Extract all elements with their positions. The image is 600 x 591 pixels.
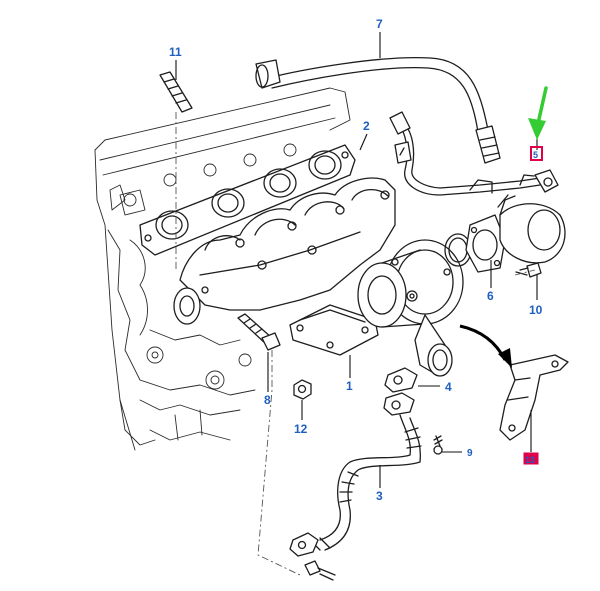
green-arrow-icon	[528, 86, 548, 140]
callout-3[interactable]: 3	[376, 489, 383, 503]
callout-5[interactable]: 5	[533, 150, 538, 160]
oil-return-pipe	[289, 367, 443, 581]
highlight-box-5	[530, 146, 543, 161]
callout-9[interactable]: 9	[467, 448, 473, 459]
callout-2[interactable]: 2	[363, 119, 370, 133]
callout-13[interactable]: 13	[525, 455, 535, 465]
leader-lines	[175, 32, 538, 488]
callout-10[interactable]: 10	[529, 303, 543, 317]
callout-11[interactable]: 11	[169, 45, 182, 59]
outlet-gasket-and-elbow	[444, 194, 566, 273]
engine-block	[94, 87, 351, 451]
highlight-box-13	[523, 452, 539, 465]
callout-12[interactable]: 12	[294, 422, 308, 436]
callout-4[interactable]: 4	[445, 380, 452, 394]
bracket	[499, 354, 569, 441]
assembly-direction-arrow	[459, 324, 512, 368]
callouts: 1 2 3 4 5 6 7 8 9 10 11 12 13	[169, 17, 543, 503]
callout-8[interactable]: 8	[264, 393, 271, 407]
nut-12	[293, 379, 312, 400]
manifold-gasket	[139, 144, 356, 256]
bolt-10	[515, 262, 542, 278]
callout-1[interactable]: 1	[346, 379, 353, 393]
bolt-8	[237, 313, 281, 351]
stud-11	[159, 71, 193, 113]
exhaust-manifold	[173, 177, 396, 356]
turbocharger	[357, 239, 464, 377]
oil-feed-pipe	[255, 56, 501, 164]
sensor-pipe	[389, 111, 559, 196]
callout-6[interactable]: 6	[487, 289, 494, 303]
callout-7[interactable]: 7	[376, 17, 383, 31]
